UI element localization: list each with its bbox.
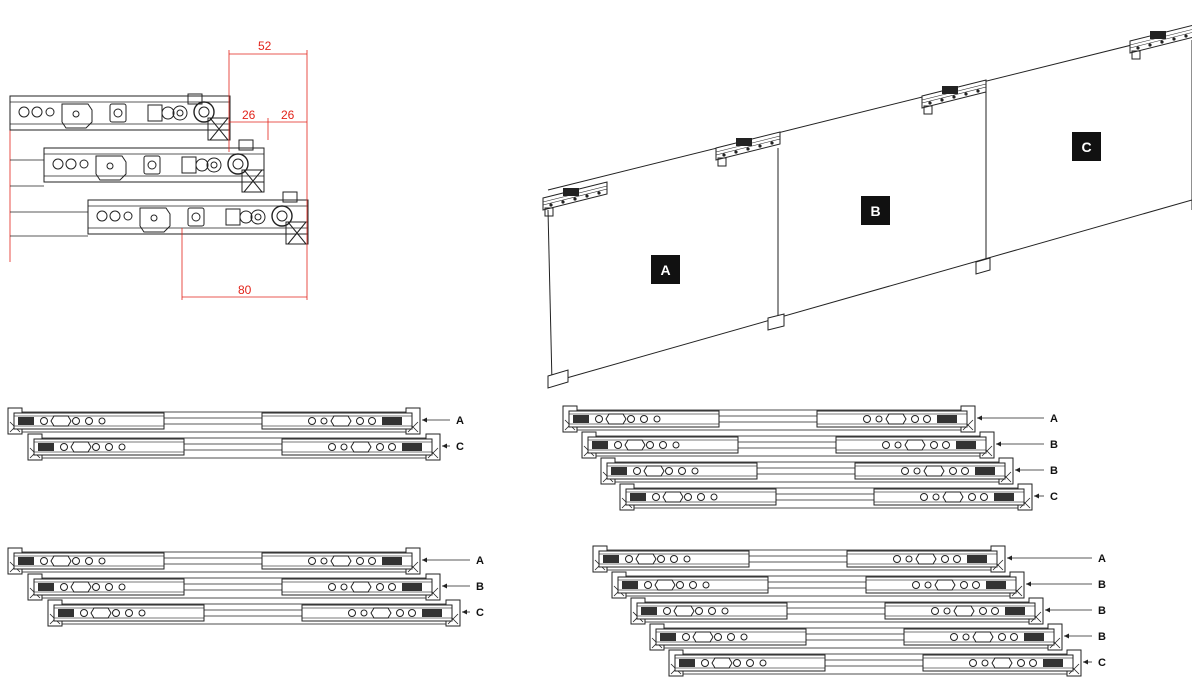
track-row-label: B — [476, 581, 484, 593]
configuration-3: A B B C — [562, 405, 1058, 511]
track-row-label: A — [476, 555, 484, 567]
track-row: C — [668, 649, 1106, 677]
track-row: B — [630, 597, 1106, 625]
profile-c — [87, 199, 309, 245]
track-row: A — [7, 547, 484, 575]
top-hanger-a — [542, 181, 608, 217]
track-row-label: B — [1050, 465, 1058, 477]
track-profile-detail: 52 26 26 80 — [9, 39, 309, 300]
track-row-label: C — [476, 607, 484, 619]
track-row: A — [592, 545, 1106, 573]
dimension-26-right: 26 — [281, 108, 295, 122]
track-row-label: B — [1098, 579, 1106, 591]
track-row: B — [649, 623, 1106, 651]
panel-perspective-view — [547, 29, 1192, 389]
track-row-label: B — [1098, 631, 1106, 643]
dimension-80: 80 — [238, 283, 252, 297]
svg-text:B: B — [870, 203, 880, 219]
dimension-26-left: 26 — [242, 108, 256, 122]
track-row-label: B — [1098, 605, 1106, 617]
track-row: B — [611, 571, 1106, 599]
track-row: B — [581, 431, 1058, 459]
track-row-label: A — [1050, 413, 1058, 425]
top-hanger-c — [921, 79, 987, 115]
svg-text:C: C — [1081, 139, 1091, 155]
track-row: B — [600, 457, 1058, 485]
panel-tag-c: C — [1072, 132, 1101, 161]
profile-a — [9, 95, 231, 141]
track-row-label: A — [1098, 553, 1106, 565]
track-row-label: C — [1098, 657, 1106, 669]
track-row: C — [47, 599, 484, 627]
top-hanger-d — [1129, 24, 1192, 60]
track-row-label: B — [1050, 439, 1058, 451]
top-hanger-b — [715, 131, 781, 167]
track-row: A — [7, 407, 464, 435]
panel-tag-a: A — [651, 255, 680, 284]
track-row: A — [562, 405, 1058, 433]
track-row-label: A — [456, 415, 464, 427]
configuration-4: A B B B C — [592, 545, 1106, 677]
track-row: C — [619, 483, 1058, 511]
configuration-1: AC — [7, 407, 464, 461]
track-row-label: C — [1050, 491, 1058, 503]
svg-text:A: A — [660, 262, 670, 278]
track-row: B — [27, 573, 484, 601]
dimension-52: 52 — [258, 39, 272, 53]
dimension-lines — [181, 50, 308, 300]
profile-b — [43, 147, 265, 193]
configuration-2: A B C — [7, 547, 484, 627]
track-row: C — [27, 433, 464, 461]
panel-tag-b: B — [861, 196, 890, 225]
track-row-label: C — [456, 441, 464, 453]
